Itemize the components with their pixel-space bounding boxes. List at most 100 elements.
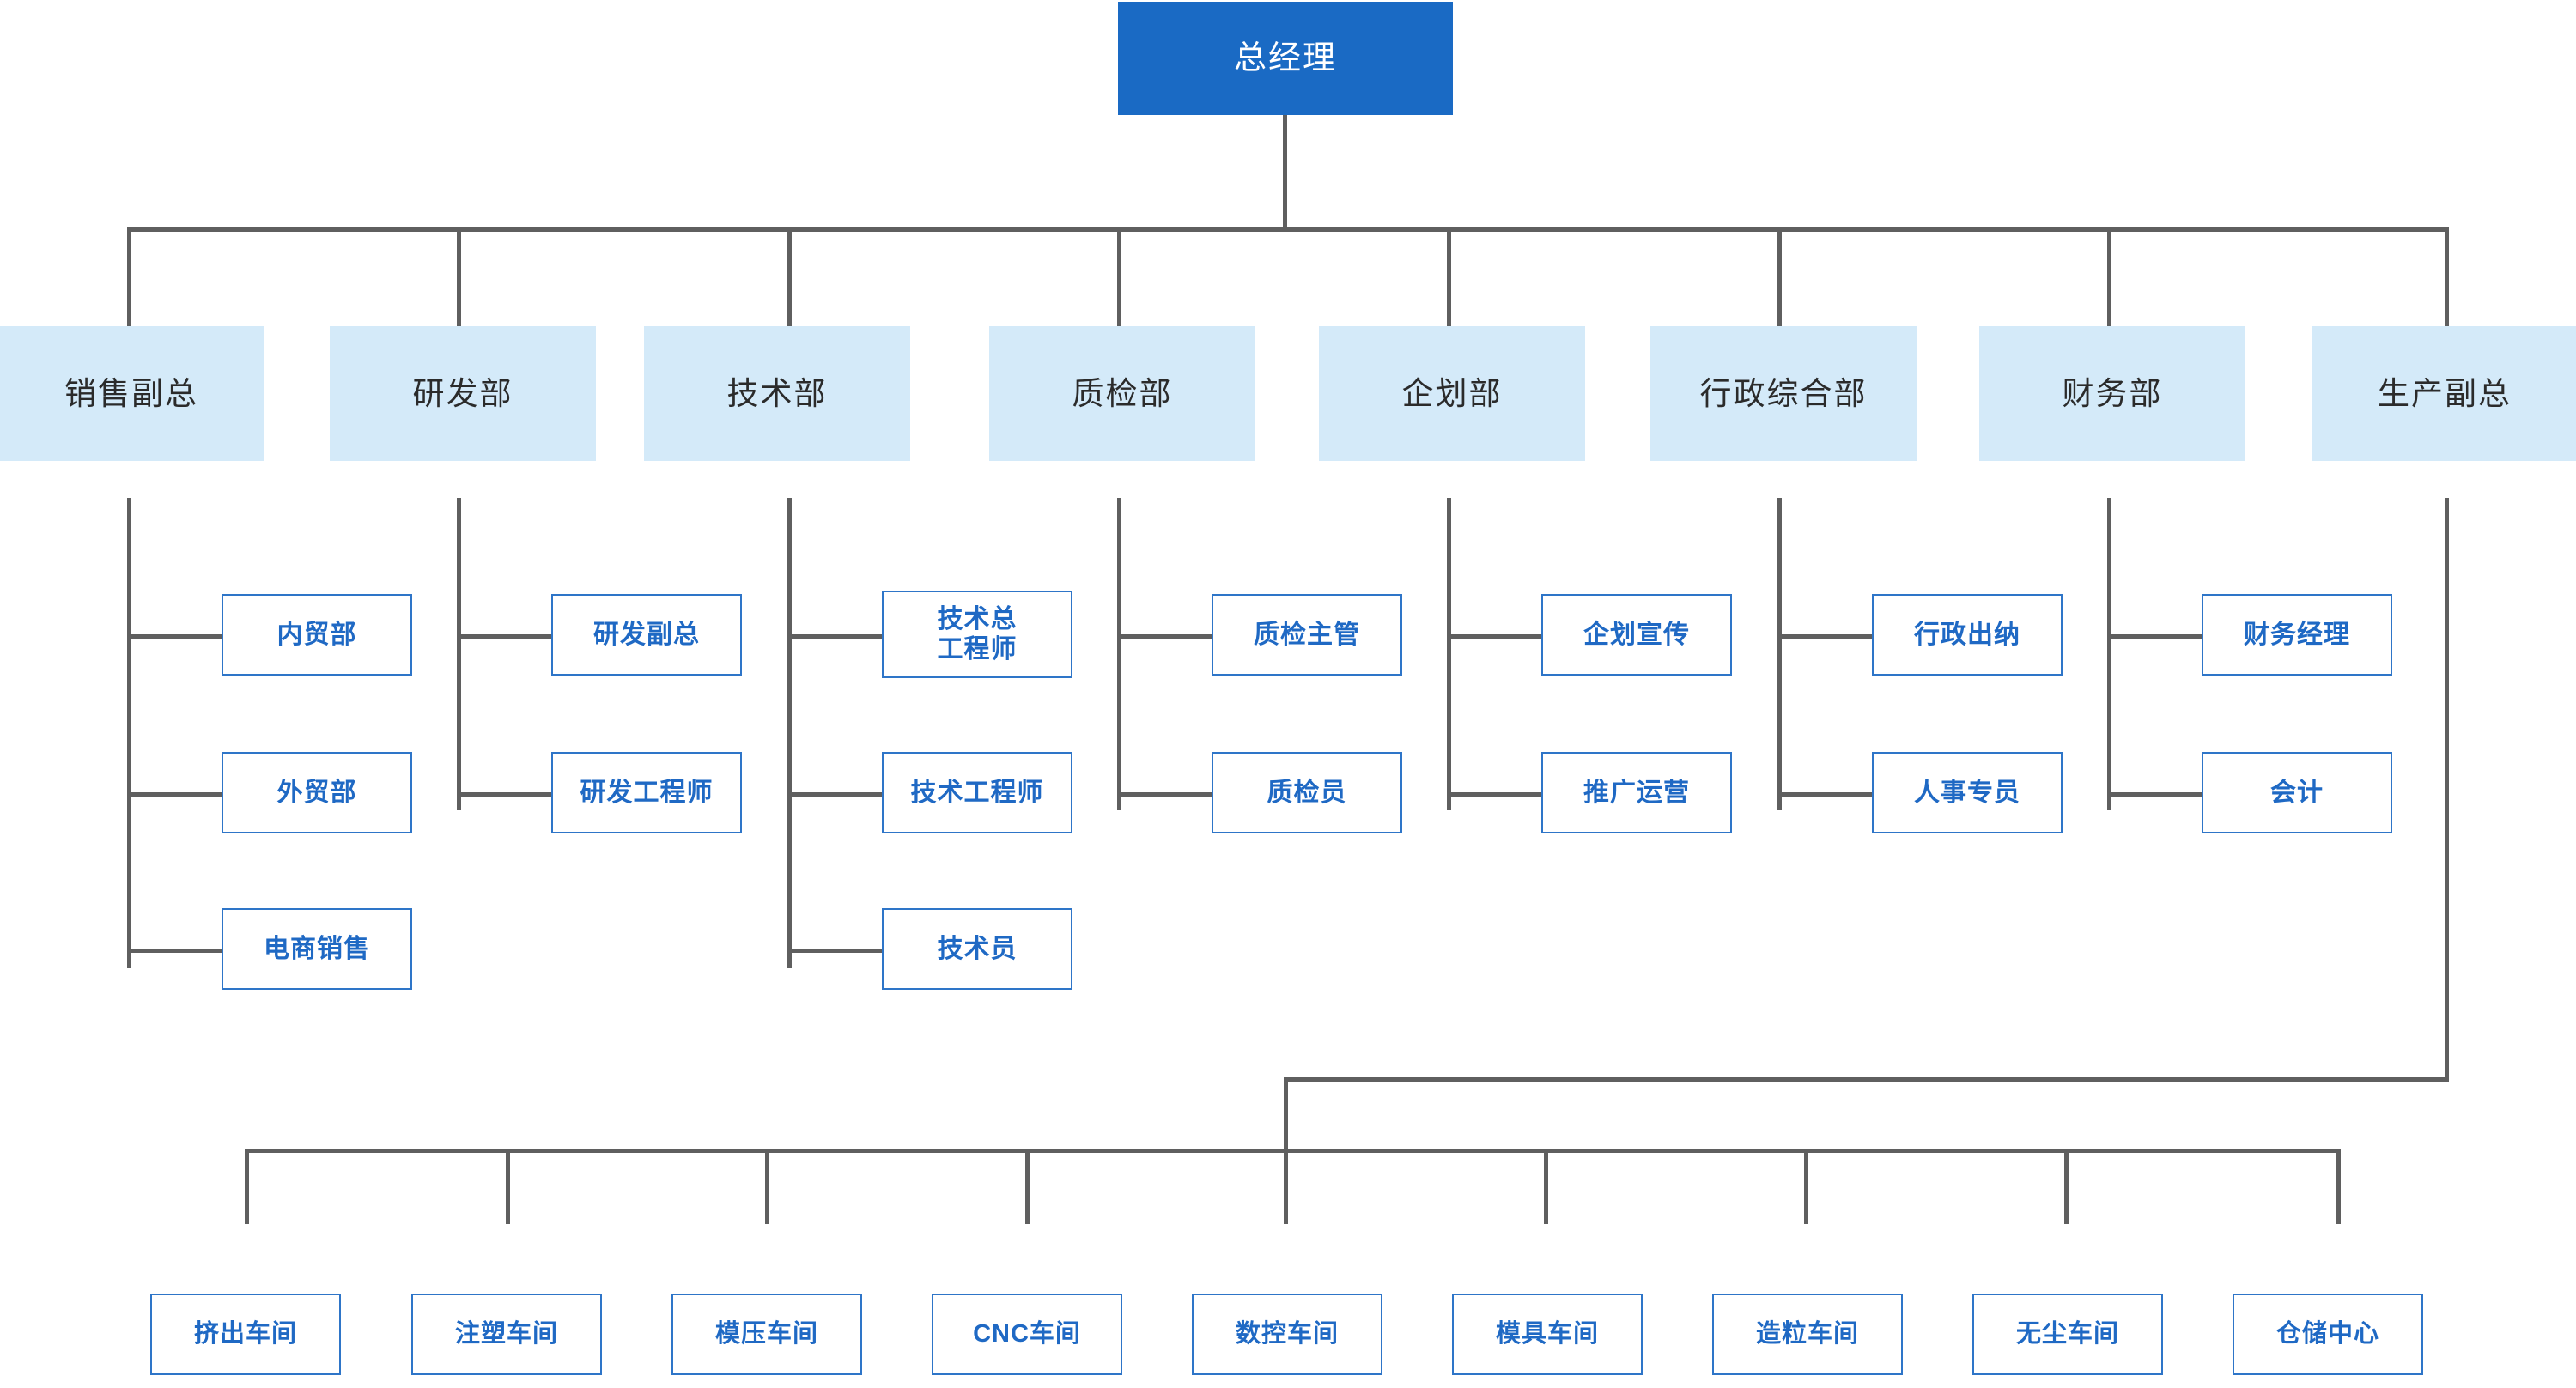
node-quality-supervisor[interactable]: 质检主管 (1212, 594, 1402, 676)
node-label: 外贸部 (276, 778, 357, 807)
connector-finance-spine (2107, 498, 2111, 810)
node-label: 研发副总 (593, 620, 700, 649)
node-label: 推广运营 (1583, 778, 1690, 807)
node-foreign-trade[interactable]: 外贸部 (222, 752, 412, 833)
node-technician[interactable]: 技术员 (882, 908, 1072, 990)
connector-quality-spine (1117, 498, 1121, 810)
node-department-rnd[interactable]: 研发部 (330, 326, 596, 461)
connector-rnd-to-engineer (457, 792, 551, 797)
connector-tech-to-chief (787, 634, 882, 639)
node-workshop-granulation[interactable]: 造粒车间 (1712, 1294, 1903, 1375)
connector-finance-to-accountant (2107, 792, 2202, 797)
node-warehouse-center[interactable]: 仓储中心 (2233, 1294, 2423, 1375)
node-workshop-cleanroom[interactable]: 无尘车间 (1972, 1294, 2163, 1375)
node-rnd-vp[interactable]: 研发副总 (551, 594, 742, 676)
node-label: 总经理 (1233, 39, 1337, 76)
connector-admin-to-cashier (1777, 634, 1872, 639)
connector-workshop-stem-5 (1544, 1149, 1548, 1224)
node-label: 销售副总 (64, 375, 198, 411)
node-label: 内贸部 (276, 620, 357, 649)
node-label: CNC车间 (973, 1320, 1081, 1349)
connector-dept-stem-2 (787, 227, 792, 326)
node-department-production-vp[interactable]: 生产副总 (2312, 326, 2576, 461)
node-label: 财务经理 (2244, 620, 2350, 649)
connector-dept-stem-0 (127, 227, 131, 326)
node-label: 企划部 (1401, 375, 1503, 411)
connector-dept-stem-4 (1447, 227, 1451, 326)
node-label: 质检部 (1072, 375, 1173, 411)
node-label: 质检员 (1267, 778, 1347, 807)
node-rnd-engineer[interactable]: 研发工程师 (551, 752, 742, 833)
connector-workshop-stem-4 (1284, 1149, 1288, 1224)
connector-quality-to-inspector (1117, 792, 1212, 797)
node-label: 技术工程师 (910, 778, 1044, 807)
node-department-technology[interactable]: 技术部 (644, 326, 910, 461)
node-workshop-numerical-control[interactable]: 数控车间 (1192, 1294, 1382, 1375)
connector-rnd-to-vp (457, 634, 551, 639)
node-marketing-operations[interactable]: 推广运营 (1541, 752, 1732, 833)
connector-planning-spine (1447, 498, 1451, 810)
node-domestic-trade[interactable]: 内贸部 (222, 594, 412, 676)
node-label: 研发部 (412, 375, 513, 411)
connector-workshop-stem-3 (1025, 1149, 1030, 1224)
connector-quality-to-supervisor (1117, 634, 1212, 639)
node-accountant[interactable]: 会计 (2202, 752, 2392, 833)
node-label: 技术部 (726, 375, 828, 411)
connector-production-elbow (1284, 1077, 2449, 1082)
node-label: 造粒车间 (1755, 1320, 1859, 1349)
connector-production-drop (1284, 1077, 1288, 1153)
node-department-quality[interactable]: 质检部 (989, 326, 1255, 461)
connector-workshop-stem-2 (765, 1149, 769, 1224)
node-label: 生产副总 (2378, 375, 2512, 411)
node-workshop-extrusion[interactable]: 挤出车间 (150, 1294, 341, 1375)
node-department-sales-vp[interactable]: 销售副总 (0, 326, 264, 461)
node-general-manager[interactable]: 总经理 (1118, 2, 1453, 115)
node-label: 行政出纳 (1914, 620, 2020, 649)
node-chief-technical-engineer[interactable]: 技术总 工程师 (882, 591, 1072, 678)
node-planning-promotion[interactable]: 企划宣传 (1541, 594, 1732, 676)
node-department-finance[interactable]: 财务部 (1979, 326, 2245, 461)
connector-sales-to-domestic (127, 634, 222, 639)
connector-production-spine (2445, 498, 2449, 1082)
node-workshop-cnc[interactable]: CNC车间 (932, 1294, 1122, 1375)
connector-rnd-spine (457, 498, 461, 810)
node-finance-manager[interactable]: 财务经理 (2202, 594, 2392, 676)
node-label: 电商销售 (264, 934, 370, 963)
node-label: 模具车间 (1495, 1320, 1599, 1349)
connector-tech-spine (787, 498, 792, 968)
connector-sales-to-ecommerce (127, 949, 222, 953)
node-ecommerce-sales[interactable]: 电商销售 (222, 908, 412, 990)
connector-workshop-stem-7 (2064, 1149, 2069, 1224)
node-hr-specialist[interactable]: 人事专员 (1872, 752, 2063, 833)
node-label: 企划宣传 (1583, 620, 1690, 649)
node-department-planning[interactable]: 企划部 (1319, 326, 1585, 461)
node-label: 技术员 (937, 934, 1018, 963)
node-label: 质检主管 (1254, 620, 1360, 649)
node-workshop-compression-molding[interactable]: 模压车间 (671, 1294, 862, 1375)
node-label: 人事专员 (1914, 778, 2020, 807)
node-label: 挤出车间 (193, 1320, 297, 1349)
node-department-administration[interactable]: 行政综合部 (1650, 326, 1917, 461)
connector-workshop-bus (245, 1149, 2340, 1153)
node-label: 会计 (2270, 778, 2324, 807)
connector-sales-to-foreign (127, 792, 222, 797)
connector-workshop-stem-0 (245, 1149, 249, 1224)
connector-finance-to-manager (2107, 634, 2202, 639)
node-admin-cashier[interactable]: 行政出纳 (1872, 594, 2063, 676)
node-workshop-injection-molding[interactable]: 注塑车间 (411, 1294, 602, 1375)
connector-dept-stem-6 (2107, 227, 2111, 326)
connector-dept-stem-5 (1777, 227, 1782, 326)
connector-level1-bus (127, 227, 2449, 232)
connector-workshop-stem-1 (506, 1149, 510, 1224)
node-label: 数控车间 (1235, 1320, 1339, 1349)
node-quality-inspector[interactable]: 质检员 (1212, 752, 1402, 833)
node-label: 无尘车间 (2015, 1320, 2119, 1349)
node-label: 研发工程师 (580, 778, 714, 807)
connector-sales-spine (127, 498, 131, 968)
node-label: 模压车间 (714, 1320, 818, 1349)
node-workshop-mold[interactable]: 模具车间 (1452, 1294, 1643, 1375)
node-technical-engineer[interactable]: 技术工程师 (882, 752, 1072, 833)
connector-dept-stem-7 (2445, 227, 2449, 326)
node-label: 行政综合部 (1699, 375, 1868, 411)
